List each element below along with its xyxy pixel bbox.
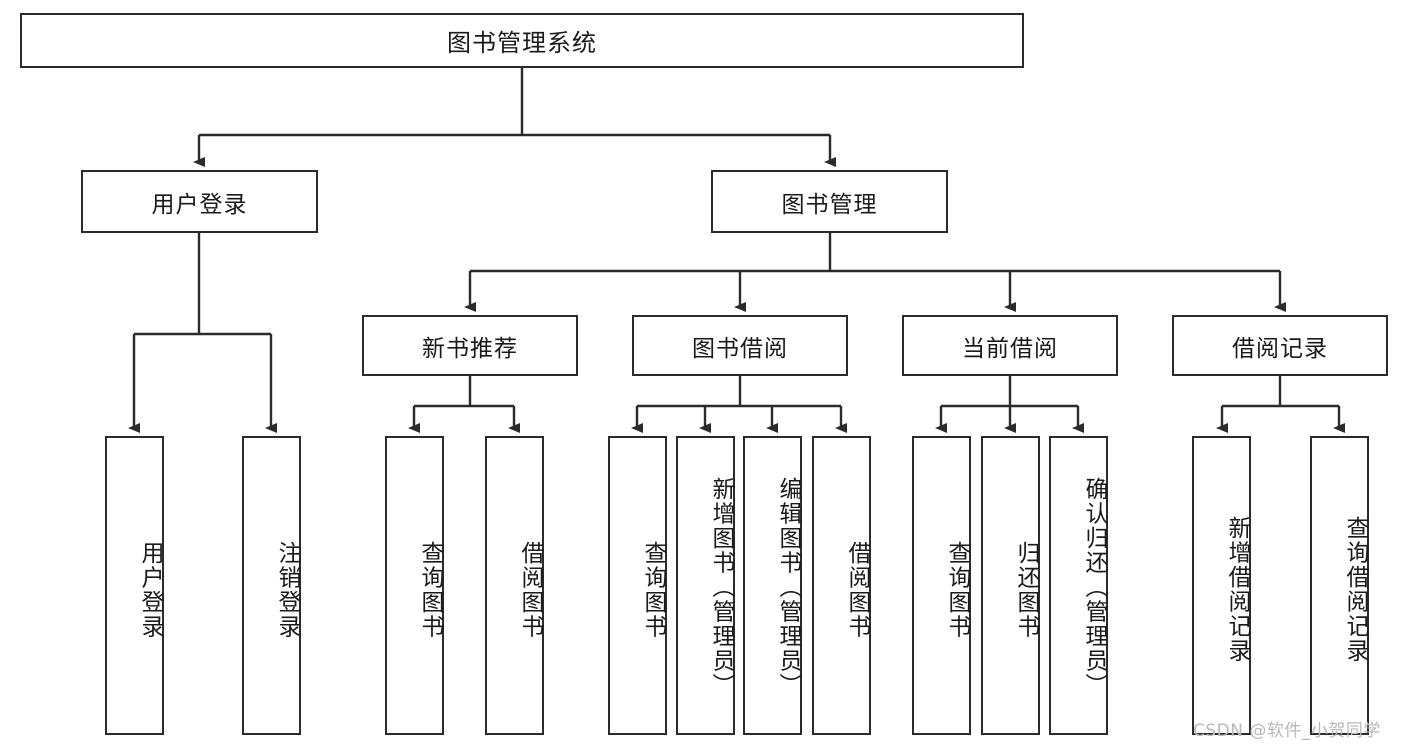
node-label: 编辑图书（管理员） [775,477,801,698]
node-label: 图书管理 [781,191,878,218]
leaf-borrow-book[interactable]: 借阅图书 [812,436,871,735]
node-user-login[interactable]: 用户登录 [81,170,318,233]
leaf-add-book-admin[interactable]: 新增图书（管理员） [676,436,735,735]
leaf-query-book-current[interactable]: 查询图书 [912,436,971,735]
node-label: 新增图书（管理员） [708,477,734,698]
leaf-edit-book-admin[interactable]: 编辑图书（管理员） [743,436,802,735]
node-label: 注销登录 [274,540,300,639]
node-borrow-record[interactable]: 借阅记录 [1172,315,1388,376]
node-book-borrow[interactable]: 图书借阅 [632,315,848,376]
leaf-query-borrow-record[interactable]: 查询借阅记录 [1310,436,1369,735]
node-label: 查询图书 [417,540,443,639]
node-current-borrow[interactable]: 当前借阅 [902,315,1118,376]
node-book-manage[interactable]: 图书管理 [711,170,948,233]
csdn-watermark: CSDN @软件_小贺同学 [1193,721,1381,741]
node-label: 借阅图书 [844,540,870,639]
node-label: 新增借阅记录 [1224,516,1250,663]
leaf-confirm-return-admin[interactable]: 确认归还（管理员） [1049,436,1108,735]
node-label: 查询借阅记录 [1342,516,1368,663]
leaf-query-book-new-recommend[interactable]: 查询图书 [385,436,444,735]
leaf-user-logout[interactable]: 注销登录 [242,436,301,735]
node-label: 图书管理系统 [447,29,597,57]
node-label: 当前借阅 [962,335,1058,362]
node-root-book-management-system[interactable]: 图书管理系统 [20,13,1024,68]
node-label: 确认归还（管理员） [1081,477,1107,698]
leaf-query-book-borrow[interactable]: 查询图书 [608,436,667,735]
node-label: 图书借阅 [692,335,788,362]
node-new-book-recommend[interactable]: 新书推荐 [362,315,578,376]
node-label: 查询图书 [640,540,666,639]
node-label: 查询图书 [944,540,970,639]
leaf-return-book[interactable]: 归还图书 [981,436,1040,735]
node-label: 归还图书 [1013,540,1039,639]
node-label: 用户登录 [137,540,163,639]
node-label: 借阅记录 [1232,335,1328,362]
leaf-borrow-book-new-recommend[interactable]: 借阅图书 [485,436,544,735]
leaf-add-borrow-record[interactable]: 新增借阅记录 [1192,436,1251,735]
leaf-user-login[interactable]: 用户登录 [105,436,164,735]
node-label: 借阅图书 [517,540,543,639]
node-label: 用户登录 [151,191,248,218]
node-label: 新书推荐 [422,335,518,362]
